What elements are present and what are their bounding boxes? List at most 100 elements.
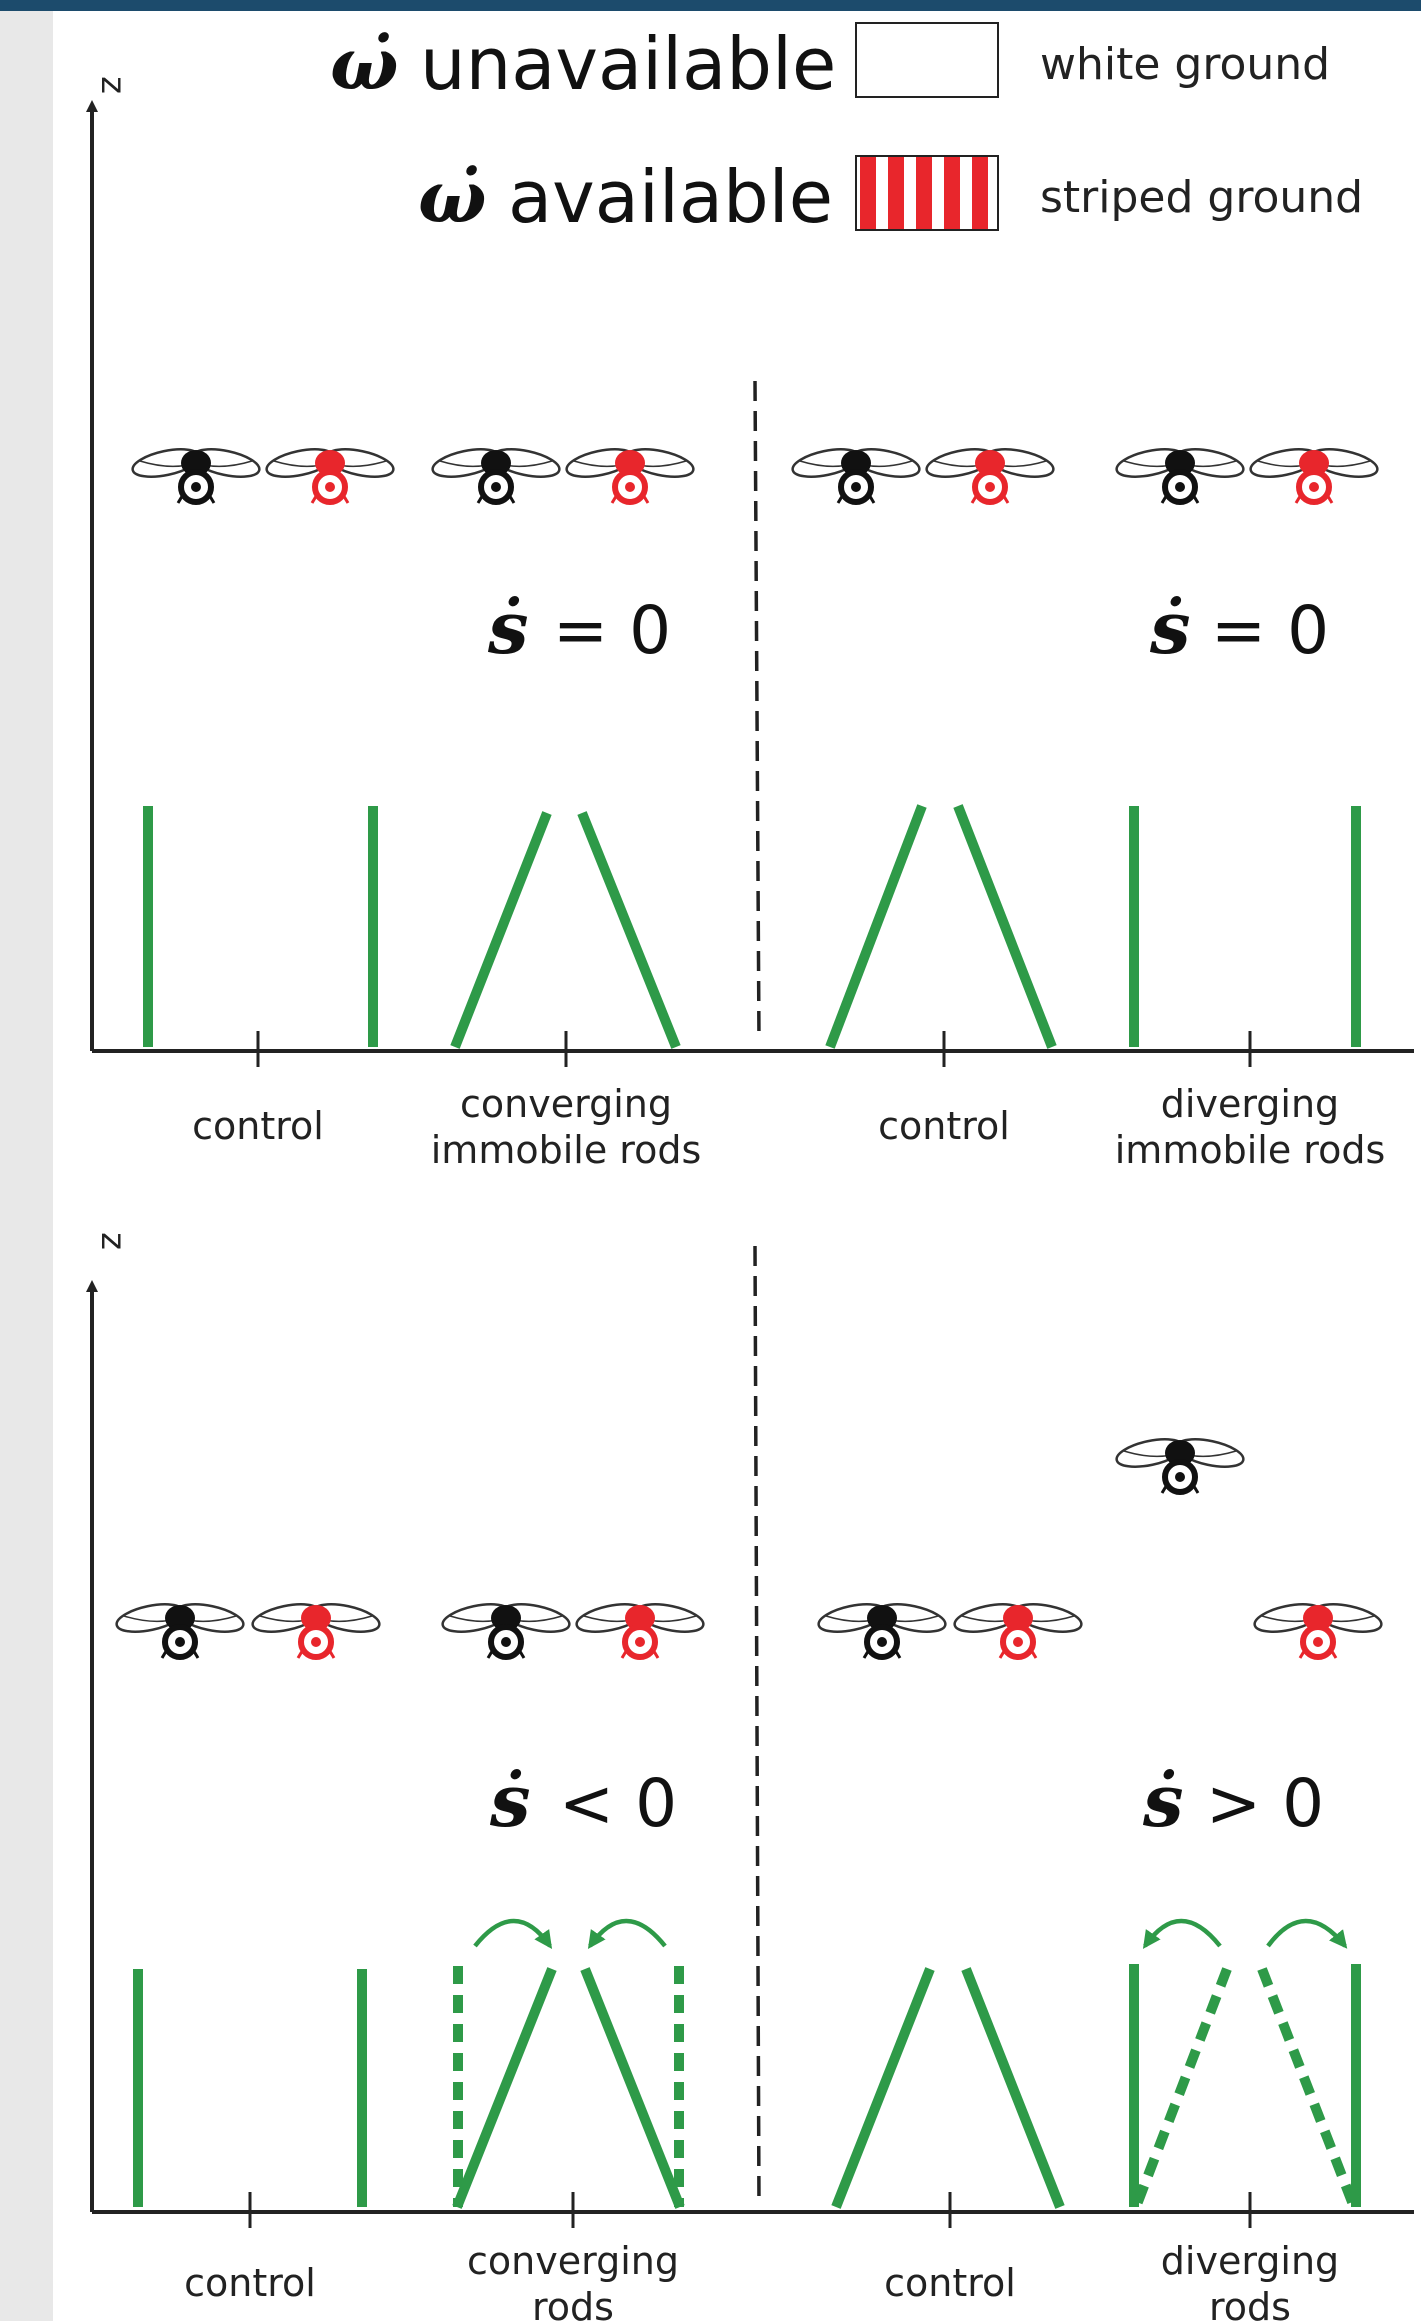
legend-text: unavailable — [420, 22, 836, 106]
category-label-line: control — [878, 1104, 1010, 1148]
thorax — [1165, 450, 1195, 476]
fly-black-icon — [1115, 448, 1245, 505]
stripe — [888, 156, 904, 230]
legs — [160, 1647, 200, 1659]
legs — [1160, 1482, 1200, 1494]
rod — [825, 804, 927, 1049]
thorax — [615, 450, 645, 476]
s-dot-symbol: ṡ — [1149, 585, 1191, 670]
s-dot-relation: = 0 — [553, 592, 671, 669]
s-dot-relation: < 0 — [559, 1765, 677, 1842]
thorax — [481, 450, 511, 476]
legs — [1294, 492, 1334, 504]
striped-ground-swatch — [855, 155, 999, 231]
thorax — [181, 450, 211, 476]
panel-divider — [753, 1245, 761, 2207]
s-dot-symbol: ṡ — [1142, 1758, 1184, 1843]
eye — [325, 482, 335, 492]
fly-red-icon — [565, 448, 695, 505]
legs — [970, 492, 1010, 504]
thorax — [1003, 1605, 1033, 1631]
eye — [1175, 1472, 1185, 1482]
category-label: control — [184, 2261, 316, 2305]
fly-red-icon — [575, 1603, 705, 1660]
stripe — [972, 156, 988, 230]
eye — [985, 482, 995, 492]
thorax — [867, 1605, 897, 1631]
legend-text: available — [508, 155, 833, 239]
rod-initial-position — [1257, 1967, 1359, 2209]
legs — [1298, 1647, 1338, 1659]
thorax — [975, 450, 1005, 476]
eye — [191, 482, 201, 492]
category-label-line: control — [192, 1104, 324, 1148]
category-label-line: rods — [1209, 2285, 1291, 2321]
curved-arrow-icon — [1266, 1918, 1348, 1949]
eye — [1175, 482, 1185, 492]
thorax — [1165, 1440, 1195, 1466]
s-dot-relation: > 0 — [1206, 1765, 1324, 1842]
z-axis-label: z — [93, 76, 133, 94]
legs — [486, 1647, 526, 1659]
thorax — [625, 1605, 655, 1631]
eye — [635, 1637, 645, 1647]
eye — [1309, 482, 1319, 492]
panel-divider — [753, 380, 761, 1042]
legs — [998, 1647, 1038, 1659]
category-label-line: diverging — [1161, 2239, 1339, 2283]
eye — [311, 1637, 321, 1647]
legs — [610, 492, 650, 504]
eye — [877, 1637, 887, 1647]
category-label: control — [192, 1104, 324, 1148]
stripe — [860, 156, 876, 230]
s-dot-relation: = 0 — [1211, 592, 1329, 669]
thorax — [1303, 1605, 1333, 1631]
curved-arrow-icon — [473, 1918, 553, 1949]
fly-red-icon — [1249, 448, 1379, 505]
category-label-line: immobile rods — [431, 1128, 702, 1172]
legs — [176, 492, 216, 504]
category-label-line: immobile rods — [1115, 1128, 1386, 1172]
fly-red-icon — [925, 448, 1055, 505]
rod — [577, 811, 681, 1049]
fly-black-icon — [131, 448, 261, 505]
category-label-line: diverging — [1161, 1082, 1339, 1126]
title-bar — [0, 0, 1421, 11]
rod-initial-position — [1131, 1967, 1232, 2209]
eye — [491, 482, 501, 492]
fly-black-icon — [1115, 1438, 1245, 1495]
curved-arrow-icon — [1142, 1918, 1222, 1949]
legend-caption: striped ground — [1040, 172, 1363, 223]
thorax — [841, 450, 871, 476]
fly-black-icon — [791, 448, 921, 505]
fly-red-icon — [265, 448, 395, 505]
z-axis-label: z — [93, 1232, 133, 1250]
curved-arrow-icon — [587, 1918, 667, 1949]
legs — [476, 492, 516, 504]
legend-omega-symbol: ω̇ — [330, 21, 399, 106]
thorax — [301, 1605, 331, 1631]
legs — [310, 492, 350, 504]
category-label-line: control — [884, 2261, 1016, 2305]
category-label-line: converging — [467, 2239, 679, 2283]
thorax — [315, 450, 345, 476]
fly-black-icon — [441, 1603, 571, 1660]
white-ground-swatch — [855, 22, 999, 98]
legs — [1160, 492, 1200, 504]
rod — [580, 1967, 685, 2209]
category-label-line: control — [184, 2261, 316, 2305]
eye — [625, 482, 635, 492]
rod — [953, 804, 1057, 1049]
legs — [862, 1647, 902, 1659]
eye — [1313, 1637, 1323, 1647]
s-dot-symbol: ṡ — [489, 1758, 531, 1843]
thorax — [491, 1605, 521, 1631]
eye — [175, 1637, 185, 1647]
